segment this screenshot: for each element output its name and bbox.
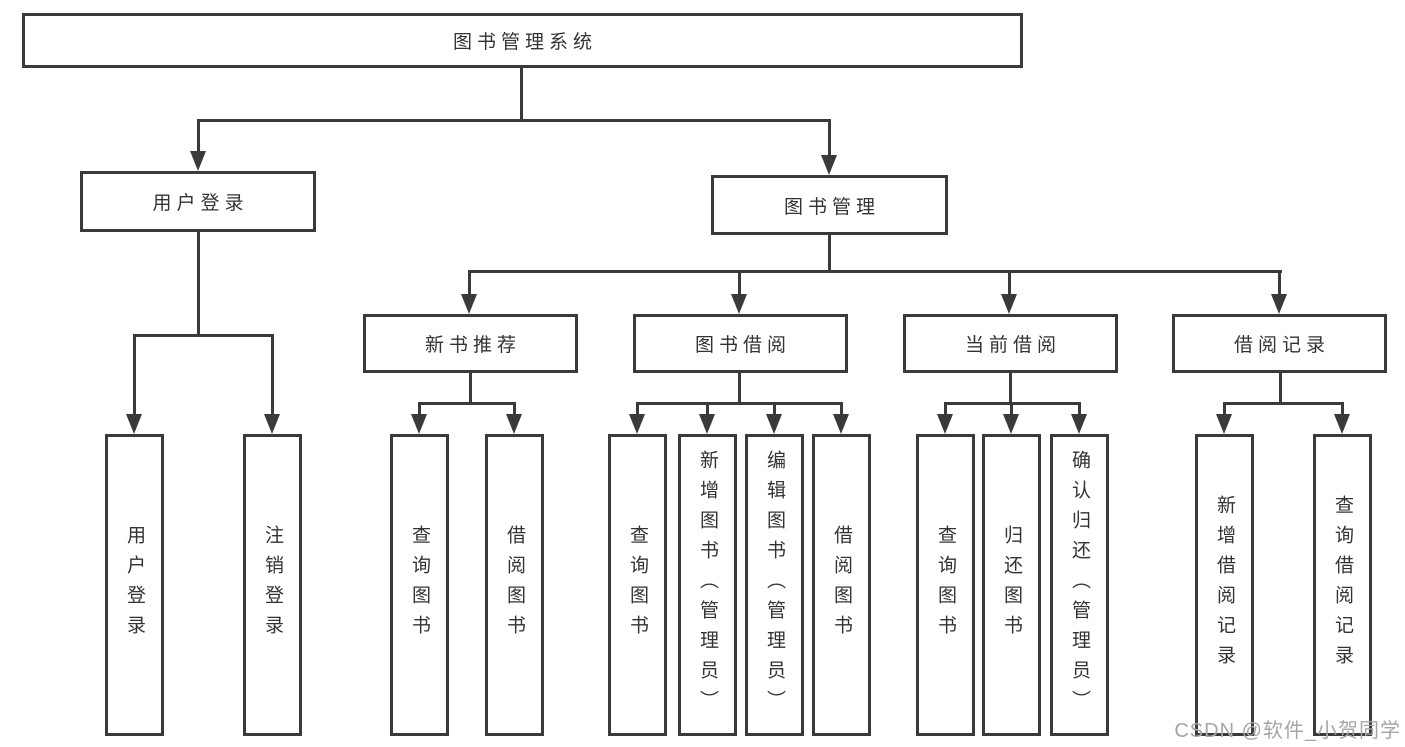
arrowhead-down-icon: [1071, 414, 1087, 434]
node-leaf-borrow-book-recommend: 借阅图书: [485, 434, 544, 736]
node-label: 编辑图书（管理员）: [764, 450, 785, 720]
node-label: 借阅图书: [831, 525, 852, 645]
connector-hline: [468, 270, 1282, 273]
connector-stem: [840, 402, 843, 416]
arrowhead-down-icon: [731, 294, 747, 314]
node-label: 图书管理: [783, 196, 880, 218]
node-leaf-add-book-admin: 新增图书（管理员）: [678, 434, 737, 736]
node-label: 用户登录: [124, 525, 145, 645]
node-new-book-recommend: 新书推荐: [363, 314, 578, 373]
connector-stem: [738, 373, 741, 405]
connector-stem: [1009, 373, 1012, 405]
node-leaf-query-book-borrow: 查询图书: [608, 434, 667, 736]
connector-hline: [1223, 402, 1343, 405]
arrowhead-down-icon: [1271, 294, 1287, 314]
node-leaf-query-book-recommend: 查询图书: [390, 434, 449, 736]
node-book-borrowing: 图书借阅: [633, 314, 848, 373]
node-leaf-add-borrow-record: 新增借阅记录: [1195, 434, 1254, 736]
csdn-watermark: CSDN @软件_小贺同学: [1174, 720, 1401, 742]
node-leaf-borrow-book: 借阅图书: [812, 434, 871, 736]
node-label: 新书推荐: [424, 335, 521, 356]
node-label: 查询图书: [409, 525, 430, 645]
connector-stem: [133, 334, 136, 414]
connector-stem: [1279, 373, 1282, 405]
node-leaf-query-borrow-record: 查询借阅记录: [1313, 434, 1372, 736]
arrowhead-down-icon: [190, 151, 206, 171]
connector-root-hline: [197, 119, 831, 122]
arrowhead-down-icon: [629, 414, 645, 434]
arrowhead-down-icon: [833, 414, 849, 434]
node-user-login: 用户登录: [80, 171, 316, 232]
arrowhead-down-icon: [1003, 414, 1019, 434]
connector-stem: [197, 119, 200, 153]
connector-stem: [738, 270, 741, 296]
node-leaf-confirm-return-admin: 确认归还（管理员）: [1050, 434, 1109, 736]
node-label: 查询图书: [935, 525, 956, 645]
node-label: 确认归还（管理员）: [1069, 450, 1090, 720]
node-label: 借阅图书: [504, 525, 525, 645]
arrowhead-down-icon: [821, 155, 837, 175]
node-leaf-logout: 注销登录: [243, 434, 302, 736]
connector-stem: [1341, 402, 1344, 416]
node-label: 归还图书: [1001, 525, 1022, 645]
arrowhead-down-icon: [937, 414, 953, 434]
node-current-borrowing: 当前借阅: [903, 314, 1118, 373]
connector-stem: [828, 235, 831, 271]
node-label: 用户登录: [152, 193, 249, 214]
connector-stem: [1078, 402, 1081, 416]
arrowhead-down-icon: [1001, 294, 1017, 314]
connector-stem: [1278, 270, 1281, 296]
connector-root-stem: [520, 68, 523, 120]
connector-stem: [197, 232, 200, 335]
arrowhead-down-icon: [264, 414, 280, 434]
node-leaf-user-login: 用户登录: [105, 434, 164, 736]
node-label: 新增借阅记录: [1214, 495, 1235, 675]
node-label: 借阅记录: [1233, 335, 1330, 356]
node-label: 图书管理系统: [452, 32, 597, 53]
connector-hline: [418, 402, 516, 405]
connector-stem: [1223, 402, 1226, 416]
arrowhead-down-icon: [411, 414, 427, 434]
connector-hline: [636, 402, 843, 405]
node-leaf-edit-book-admin: 编辑图书（管理员）: [745, 434, 804, 736]
node-book-management: 图书管理: [711, 175, 948, 235]
connector-stem: [944, 402, 947, 416]
arrowhead-down-icon: [461, 294, 477, 314]
node-label: 注销登录: [262, 525, 283, 645]
node-label: 新增图书（管理员）: [697, 450, 718, 720]
connector-stem: [1010, 402, 1013, 416]
connector-stem: [271, 334, 274, 414]
node-library-system: 图书管理系统: [22, 13, 1023, 68]
connector-stem: [706, 402, 709, 416]
connector-stem: [513, 402, 516, 416]
node-leaf-query-book-current: 查询图书: [916, 434, 975, 736]
arrowhead-down-icon: [1334, 414, 1350, 434]
node-label: 图书借阅: [694, 335, 791, 356]
node-label: 查询借阅记录: [1332, 495, 1353, 675]
connector-stem: [636, 402, 639, 416]
arrowhead-down-icon: [699, 414, 715, 434]
node-label: 查询图书: [627, 525, 648, 645]
connector-stem: [469, 373, 472, 405]
arrowhead-down-icon: [1216, 414, 1232, 434]
connector-hline: [133, 334, 274, 337]
node-leaf-return-book: 归还图书: [982, 434, 1041, 736]
connector-stem: [468, 270, 471, 296]
connector-stem: [418, 402, 421, 416]
node-label: 当前借阅: [964, 335, 1061, 356]
connector-stem: [773, 402, 776, 416]
arrowhead-down-icon: [766, 414, 782, 434]
node-borrowing-records: 借阅记录: [1172, 314, 1387, 373]
connector-stem: [1008, 270, 1011, 296]
arrowhead-down-icon: [126, 414, 142, 434]
arrowhead-down-icon: [506, 414, 522, 434]
connector-stem: [828, 119, 831, 157]
